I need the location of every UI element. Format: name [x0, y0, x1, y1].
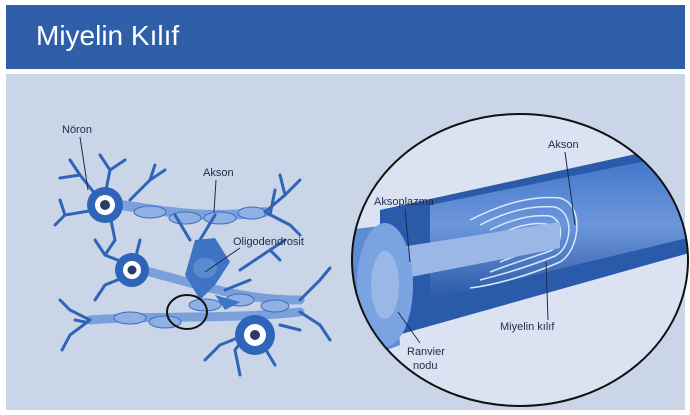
label-noron: Nöron	[62, 124, 92, 136]
label-ranvier-line1: Ranvier	[407, 346, 445, 358]
label-ranvier-line2: nodu	[413, 360, 437, 372]
label-aksoplazma: Aksoplazma	[374, 196, 435, 208]
neuron-body-2	[115, 253, 149, 287]
magnified-view	[345, 114, 690, 406]
label-akson-left: Akson	[203, 167, 234, 179]
label-akson-right: Akson	[548, 139, 579, 151]
neuron-network	[55, 155, 330, 375]
neuron-body-1	[87, 187, 123, 223]
neuron-body-3	[235, 315, 275, 355]
label-oligodendrosit: Oligodendrosit	[233, 236, 304, 248]
leader-akson-left	[214, 180, 216, 212]
axon-middle	[150, 272, 300, 300]
ranvier-node-inner	[371, 251, 399, 319]
zoom-highlight-circle	[167, 295, 207, 329]
label-miyelin-kilif: Miyelin kılıf	[500, 321, 555, 333]
